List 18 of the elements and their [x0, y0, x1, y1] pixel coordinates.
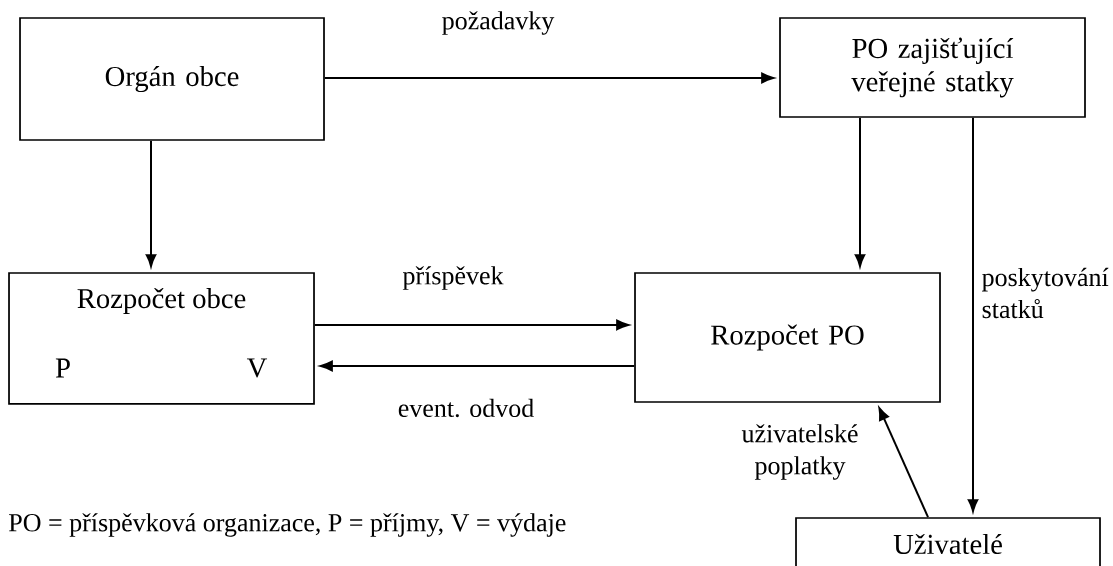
- box: Rozpočet obce P V: [8, 272, 315, 405]
- box: Orgán obce: [19, 17, 325, 141]
- arrow: [878, 407, 929, 519]
- edge-label: požadavky: [442, 11, 555, 35]
- edge-label: poskytování statků: [982, 267, 1109, 319]
- arrow: [854, 116, 866, 267]
- arrow: [323, 72, 774, 84]
- box: Uživatelé: [795, 517, 1101, 566]
- arrow: [320, 360, 636, 372]
- box: PO zajišťující veřejné statky: [779, 17, 1086, 118]
- arrow: [967, 116, 979, 512]
- edge-label: příspěvek: [402, 266, 504, 290]
- edge-label: uživatelské poplatky: [741, 424, 858, 480]
- arrow: [313, 319, 629, 331]
- note: PO = příspěvková organizace, P = příjmy, V = výdaje: [9, 513, 566, 537]
- arrow: [145, 139, 157, 267]
- box: Rozpočet PO: [634, 272, 941, 403]
- edge-label: event. odvod: [398, 398, 534, 418]
